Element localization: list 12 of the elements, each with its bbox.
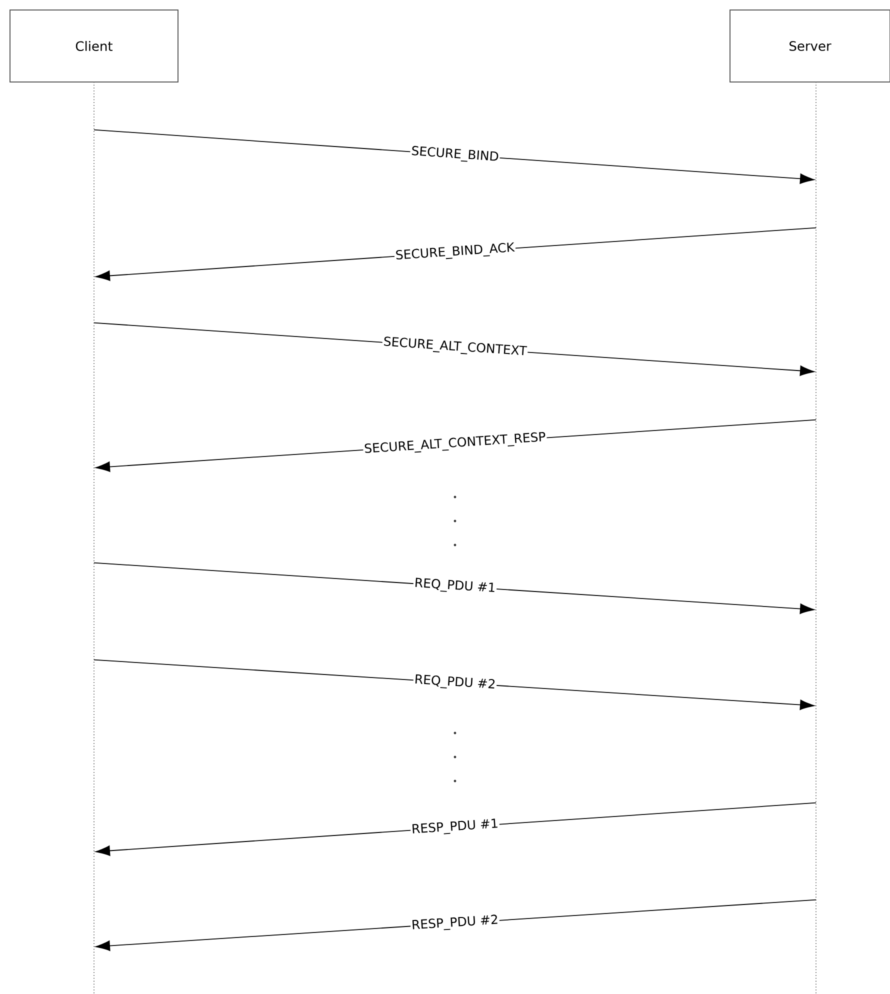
edge-label: SECURE_BIND (410, 144, 500, 165)
message-arrow (94, 659, 814, 710)
message-arrow (94, 562, 814, 614)
participant-box: Server (730, 10, 890, 82)
participant-box: Client (10, 10, 178, 82)
edge-label: SECURE_BIND_ACK (394, 241, 516, 264)
edge-label: SECURE_ALT_CONTEXT (382, 335, 528, 360)
edge-label: SECURE_ALT_CONTEXT_RESP (362, 430, 548, 457)
edge-label: REQ_PDU #2 (412, 673, 498, 693)
edge-label: REQ_PDU #1 (412, 576, 498, 596)
edge-label: RESP_PDU #2 (410, 913, 500, 934)
edge-label: RESP_PDU #1 (410, 817, 500, 838)
